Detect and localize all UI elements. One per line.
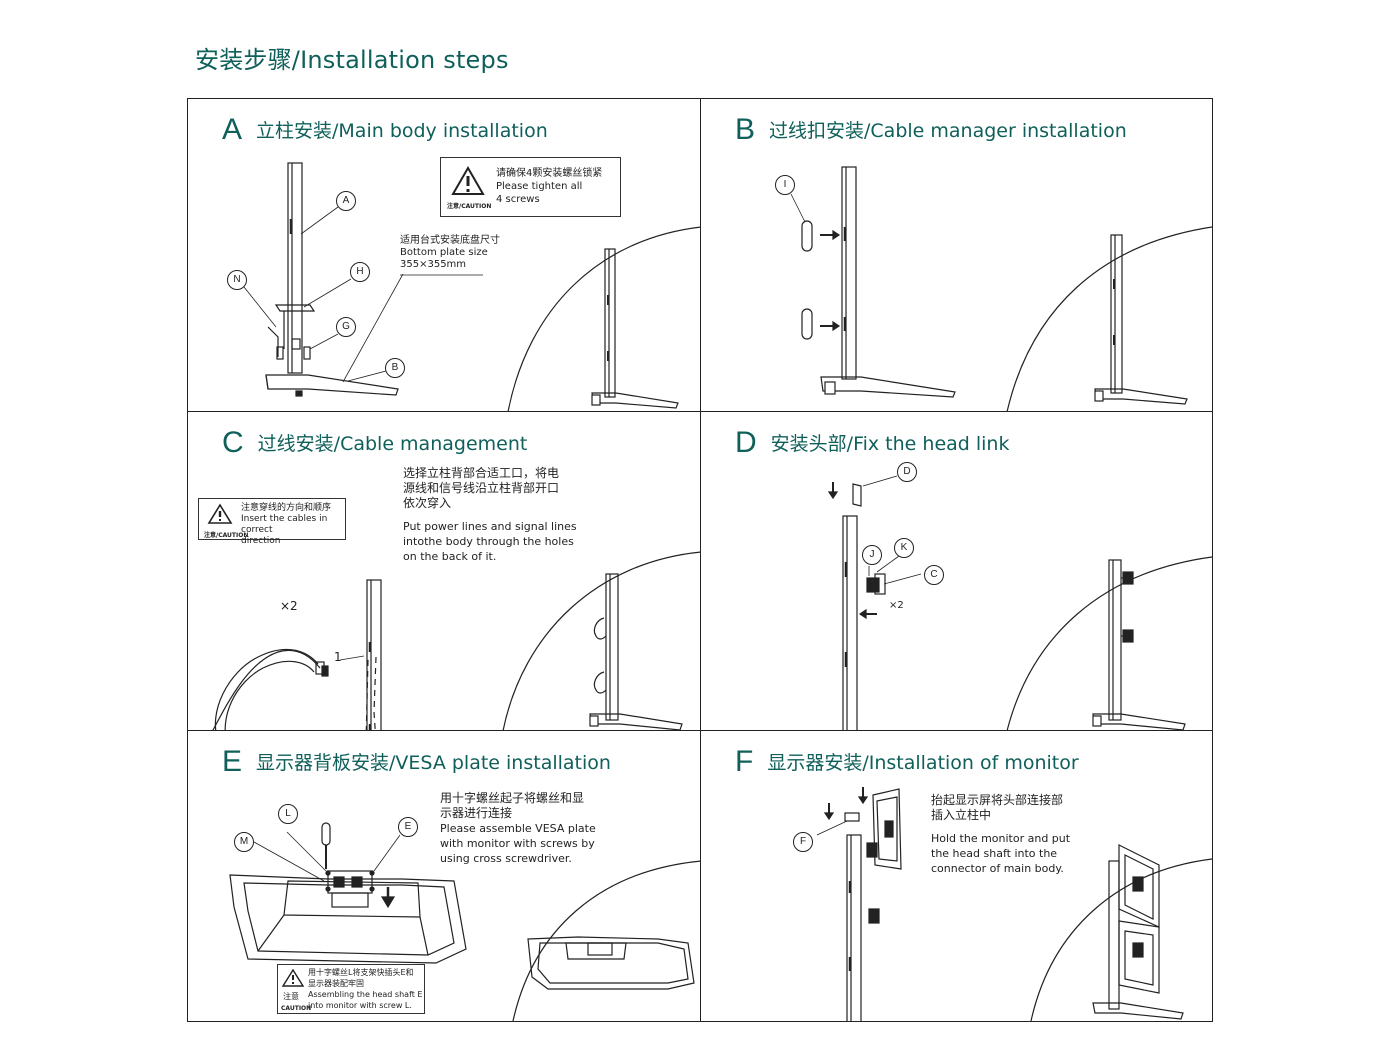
callout-a: A xyxy=(336,191,356,211)
panel-c-caution: 注意/CAUTION 注意穿线的方向和顺序 Insert the cables … xyxy=(198,498,346,546)
panel-f-letter: F xyxy=(735,745,754,778)
caution-label: 注意/CAUTION xyxy=(447,203,492,210)
caution-cn-2: 显示器装配牢固 xyxy=(308,979,364,988)
panel-a-illustration xyxy=(243,162,700,411)
panel-a-heading: 立柱安装/Main body installation xyxy=(256,120,548,142)
steps-grid: A 立柱安装/Main body installation xyxy=(187,98,1213,1022)
note-cn-1: 用十字螺丝起子将螺丝和显 xyxy=(440,791,585,805)
page-title: 安装步骤/Installation steps xyxy=(195,46,509,74)
panel-c-letter: C xyxy=(222,426,244,459)
plate-note-size: 355×355mm xyxy=(400,259,467,270)
caution-cn-1: 用十字螺丝L将支架快插头E和 xyxy=(308,968,414,977)
panel-e-illustration xyxy=(229,822,700,1021)
caution-en-1: Assembling the head shaft E xyxy=(308,990,423,999)
plate-note-cn: 适用台式安装底盘尺寸 xyxy=(400,235,500,246)
note-en-3: connector of main body. xyxy=(931,862,1064,875)
panel-c: C 过线安装/Cable management 注意/CAUTION 注意穿线的方… xyxy=(188,412,701,731)
note-en-3: using cross screwdriver. xyxy=(440,852,572,865)
callout-g: G xyxy=(336,317,356,337)
caution-en-2: direction xyxy=(241,536,281,546)
callout-i: I xyxy=(775,175,795,195)
panel-c-note: 选择立柱背部合适工口，将电 源线和信号线沿立柱背部开口 依次穿入 Put pow… xyxy=(403,466,593,564)
panel-f-heading: 显示器安装/Installation of monitor xyxy=(767,752,1079,774)
caution-en-2: into monitor with screw L. xyxy=(308,1001,412,1010)
note-en-2: intothe body through the holes xyxy=(403,535,574,548)
callout-j: J xyxy=(862,545,882,565)
caution-en-1: Insert the cables in correct xyxy=(241,514,328,535)
caution-label-cn: 注意 xyxy=(283,992,299,1001)
panel-e-caution: 注意 CAUTION 用十字螺丝L将支架快插头E和 显示器装配牢固 Assemb… xyxy=(277,964,425,1014)
panel-e-heading: 显示器背板安装/VESA plate installation xyxy=(256,752,611,774)
note-en-3: on the back of it. xyxy=(403,550,497,563)
panel-c-title: C 过线安装/Cable management xyxy=(222,426,527,460)
panel-a: A 立柱安装/Main body installation xyxy=(188,99,701,412)
note-en-2: with monitor with screws by xyxy=(440,837,595,850)
panel-a-letter: A xyxy=(222,113,243,146)
callout-h: H xyxy=(350,262,370,282)
note-en-1: Put power lines and signal lines xyxy=(403,520,577,533)
panel-d-letter: D xyxy=(735,426,757,459)
hole-number-1: 1 xyxy=(334,650,342,664)
panel-e-note: 用十字螺丝起子将螺丝和显 示器进行连接 Please assemble VESA… xyxy=(440,791,630,866)
panel-d: D 安装头部/Fix the head link xyxy=(701,412,1212,731)
note-cn-2: 插入立柱中 xyxy=(931,808,992,822)
panel-b-illustration xyxy=(790,166,1212,411)
callout-b: B xyxy=(385,358,405,378)
hole-number-2: 2 xyxy=(334,728,342,730)
note-cn-1: 选择立柱背部合适工口，将电 xyxy=(403,466,560,480)
callout-e: E xyxy=(398,817,418,837)
panel-e-letter: E xyxy=(222,745,243,778)
panel-c-heading: 过线安装/Cable management xyxy=(257,433,528,455)
panel-e-title: E 显示器背板安装/VESA plate installation xyxy=(222,745,611,779)
callout-c: C xyxy=(924,565,944,585)
note-en-2: the head shaft into the xyxy=(931,847,1058,860)
callout-f: F xyxy=(793,832,813,852)
panel-b-letter: B xyxy=(735,113,756,146)
caution-label: 注意/CAUTION xyxy=(204,532,249,539)
note-en-1: Please assemble VESA plate xyxy=(440,822,596,835)
caution-cn: 注意穿线的方向和顺序 xyxy=(241,503,332,513)
panel-e: E 显示器背板安装/VESA plate installation xyxy=(188,731,701,1021)
note-cn-3: 依次穿入 xyxy=(403,496,452,510)
caution-en-1: Please tighten all xyxy=(496,181,583,192)
plate-size-note: 适用台式安装底盘尺寸 Bottom plate size 355×355mm xyxy=(400,235,500,271)
cable-multiplier: ×2 xyxy=(280,599,298,613)
warning-icon xyxy=(451,166,485,195)
panel-f: F 显示器安装/Installation of monitor xyxy=(701,731,1212,1021)
warning-icon xyxy=(282,969,304,987)
callout-k: K xyxy=(894,538,914,558)
note-en-1: Hold the monitor and put xyxy=(931,832,1071,845)
panel-b-heading: 过线扣安装/Cable manager installation xyxy=(769,120,1127,142)
panel-a-title: A 立柱安装/Main body installation xyxy=(222,113,548,147)
panel-d-illustration xyxy=(827,475,1212,730)
note-cn-1: 抬起显示屏将头部连接部 xyxy=(931,793,1064,807)
caution-en-2: 4 screws xyxy=(496,194,540,205)
caution-cn: 请确保4颗安装螺丝锁紧 xyxy=(496,168,603,179)
panel-f-note: 抬起显示屏将头部连接部 插入立柱中 Hold the monitor and p… xyxy=(931,793,1111,876)
panel-f-illustration xyxy=(816,787,1212,1021)
callout-l: L xyxy=(278,804,298,824)
caution-label: CAUTION xyxy=(281,1005,312,1012)
callout-d: D xyxy=(897,462,917,482)
panel-f-title: F 显示器安装/Installation of monitor xyxy=(735,745,1079,779)
note-cn-2: 源线和信号线沿立柱背部开口 xyxy=(403,481,560,495)
panel-d-heading: 安装头部/Fix the head link xyxy=(770,433,1010,455)
head-multiplier: ×2 xyxy=(889,600,904,611)
panel-b: B 过线扣安装/Cable manager installation xyxy=(701,99,1212,412)
note-cn-2: 示器进行连接 xyxy=(440,806,513,820)
panel-d-title: D 安装头部/Fix the head link xyxy=(735,426,1009,460)
panel-c-illustration xyxy=(212,551,700,730)
plate-note-en: Bottom plate size xyxy=(400,247,488,258)
warning-icon xyxy=(207,503,233,524)
panel-a-caution: 注意/CAUTION 请确保4颗安装螺丝锁紧 Please tighten al… xyxy=(440,157,621,217)
callout-n: N xyxy=(227,270,247,290)
panel-b-title: B 过线扣安装/Cable manager installation xyxy=(735,113,1127,147)
callout-m: M xyxy=(234,832,254,852)
